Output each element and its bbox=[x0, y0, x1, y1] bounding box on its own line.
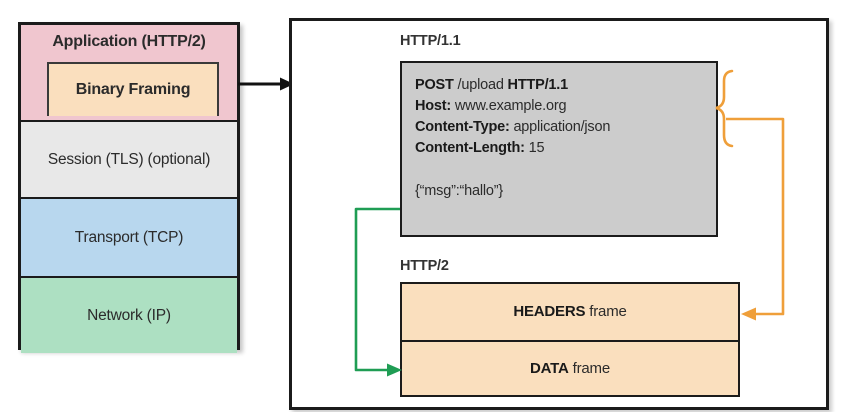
stack-layer-session: Session (TLS) (optional) bbox=[21, 120, 237, 197]
binary-framing-label: Binary Framing bbox=[75, 81, 191, 98]
http11-header-host: Host: www.example.org bbox=[415, 96, 716, 117]
http2-data-frame-name: DATA bbox=[530, 359, 569, 377]
http11-header-content-type-value: application/json bbox=[513, 119, 611, 135]
http11-header-content-length-name: Content-Length: bbox=[415, 140, 525, 156]
http2-headers-frame-suffix: frame bbox=[589, 303, 627, 321]
http11-section-label: HTTP/1.1 bbox=[400, 33, 461, 49]
http11-header-content-type: Content-Type: application/json bbox=[415, 117, 716, 138]
http11-header-host-value: www.example.org bbox=[454, 98, 567, 114]
stack-layer-network: Network (IP) bbox=[21, 276, 237, 353]
stack-layer-transport: Transport (TCP) bbox=[21, 197, 237, 276]
stack-to-panel-arrow-icon bbox=[238, 77, 294, 91]
http2-frames-box: HEADERS frame DATA frame bbox=[400, 282, 740, 397]
http11-method: POST bbox=[415, 77, 454, 93]
stack-layer-application: Application (HTTP/2) Binary Framing bbox=[21, 25, 237, 120]
http2-data-frame: DATA frame bbox=[402, 339, 738, 396]
http11-path: /upload bbox=[457, 77, 504, 93]
http11-header-content-length-value: 15 bbox=[528, 140, 545, 156]
http2-headers-frame-name: HEADERS bbox=[513, 303, 586, 321]
http11-request-line: POST /upload HTTP/1.1 bbox=[415, 75, 716, 96]
stack-layer-application-label: Application (HTTP/2) bbox=[52, 33, 206, 50]
http11-version: HTTP/1.1 bbox=[507, 77, 569, 93]
protocol-stack: Application (HTTP/2) Binary Framing Sess… bbox=[18, 22, 240, 353]
binary-framing-box: Binary Framing bbox=[47, 62, 219, 116]
http11-body-line: {“msg”:“hallo”} bbox=[415, 183, 504, 199]
http11-message-box: POST /upload HTTP/1.1 Host: www.example.… bbox=[400, 61, 718, 237]
http11-header-content-type-name: Content-Type: bbox=[415, 119, 510, 135]
http2-data-frame-suffix: frame bbox=[572, 359, 611, 377]
http2-section-label: HTTP/2 bbox=[400, 258, 449, 274]
stack-layer-network-label: Network (IP) bbox=[87, 306, 171, 324]
stack-layer-session-label: Session (TLS) (optional) bbox=[47, 150, 211, 168]
http11-header-host-name: Host: bbox=[415, 98, 452, 114]
http2-headers-frame: HEADERS frame bbox=[402, 284, 738, 340]
stack-layer-transport-label: Transport (TCP) bbox=[74, 228, 184, 246]
http11-header-content-length: Content-Length: 15 bbox=[415, 138, 716, 159]
